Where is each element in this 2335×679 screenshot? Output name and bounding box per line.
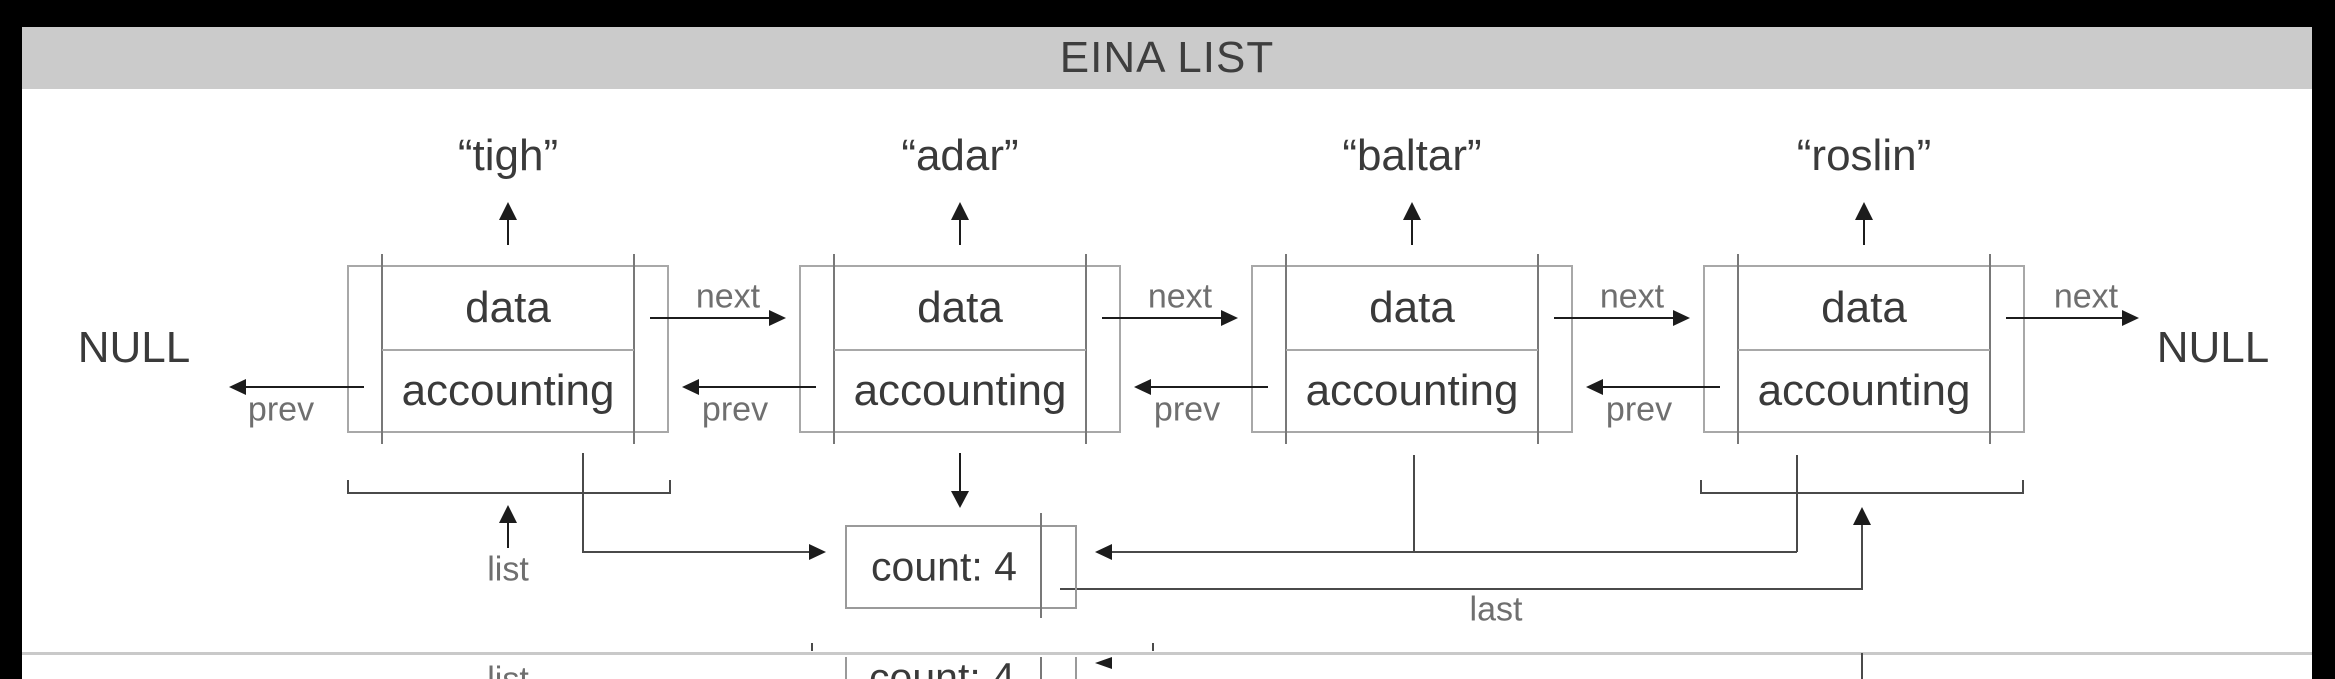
null-left-label: NULL xyxy=(77,323,191,372)
list-arrow xyxy=(499,505,517,548)
prev-label-2: prev xyxy=(1153,390,1221,429)
node-value-1: “tigh” xyxy=(457,131,559,180)
node34-count-pointer xyxy=(1095,455,1798,560)
node-value-3: “baltar” xyxy=(1342,131,1482,180)
node1-accounting-label: accounting xyxy=(401,366,615,415)
diagram-canvas: “tigh” “adar” “baltar” “roslin” data dat… xyxy=(22,89,2312,679)
node2-data-label: data xyxy=(917,283,1003,332)
node3-data-label: data xyxy=(1369,283,1455,332)
next-section-list-label: list xyxy=(487,661,529,679)
node-box-2 xyxy=(799,254,1121,444)
last-label: last xyxy=(1469,590,1523,629)
node1-count-pointer xyxy=(582,453,826,560)
first-node-bracket xyxy=(347,480,671,494)
node-value-4: “roslin” xyxy=(1796,131,1932,180)
next-label-3: next xyxy=(1599,277,1665,316)
title-bar: EINA LIST xyxy=(22,27,2312,89)
prev-label-1: prev xyxy=(701,390,769,429)
next-label-1: next xyxy=(695,277,761,316)
node-box-1 xyxy=(347,254,669,444)
count-box-outline xyxy=(845,513,1077,618)
next-section-count-text: count: 4 xyxy=(869,654,1015,679)
next-label-2: next xyxy=(1147,277,1213,316)
node3-accounting-label: accounting xyxy=(1305,366,1519,415)
list-label: list xyxy=(487,550,529,589)
next-label-4: next xyxy=(2053,277,2119,316)
node-box-4 xyxy=(1703,254,2025,444)
null-right-label: NULL xyxy=(2156,323,2270,372)
window-title: EINA LIST xyxy=(1059,33,1275,82)
node2-accounting-label: accounting xyxy=(853,366,1067,415)
node-value-2: “adar” xyxy=(901,131,1019,180)
diagram-lines xyxy=(22,202,2312,679)
node-box-3 xyxy=(1251,254,1573,444)
node4-accounting-label: accounting xyxy=(1757,366,1971,415)
data-value-arrows xyxy=(499,202,1873,245)
last-pointer xyxy=(1060,507,1871,590)
prev-label-0: prev xyxy=(247,390,315,429)
node4-data-label: data xyxy=(1821,283,1907,332)
prev-arrows xyxy=(229,379,1720,395)
next-arrows xyxy=(650,310,2139,326)
last-node-bracket xyxy=(1700,480,2024,494)
prev-label-3: prev xyxy=(1605,390,1673,429)
count-box-text: count: 4 xyxy=(871,543,1017,590)
node1-data-label: data xyxy=(465,283,551,332)
node2-count-arrow xyxy=(951,453,969,508)
next-section-fragment xyxy=(22,643,2312,679)
